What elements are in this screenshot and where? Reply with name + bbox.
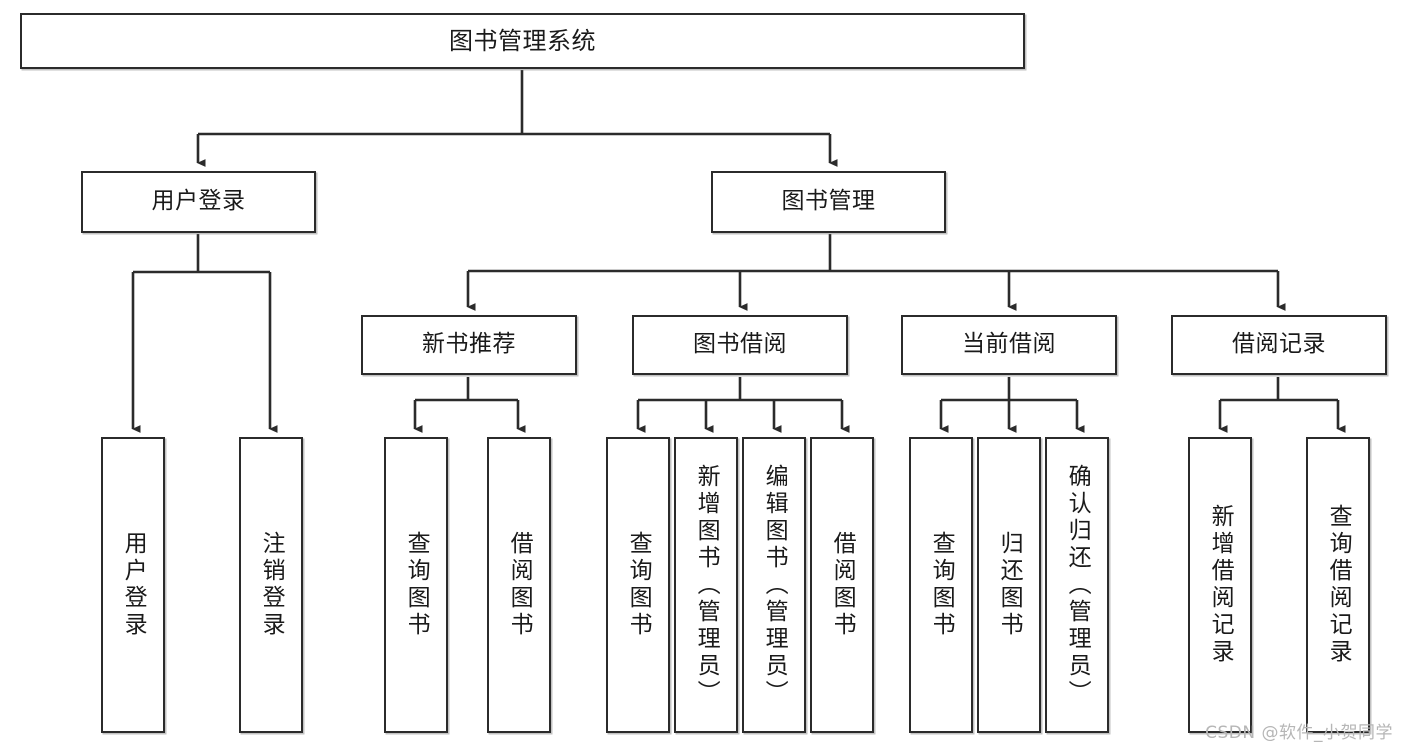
node-new-book-recommendation[interactable]: 新书推荐 [361, 315, 577, 375]
leaf-current-return-book[interactable]: 归还图书 [977, 437, 1041, 733]
leaf-recommend-borrow-book[interactable]: 借阅图书 [487, 437, 551, 733]
leaf-borrow-query-book[interactable]: 查询图书 [606, 437, 670, 733]
node-new-book-recommendation-label: 新书推荐 [422, 331, 516, 358]
node-book-management-label: 图书管理 [781, 188, 876, 215]
leaf-current-query-book-label: 查询图书 [928, 531, 955, 639]
node-book-borrow[interactable]: 图书借阅 [632, 315, 848, 375]
leaf-recommend-query-book-label: 查询图书 [403, 531, 430, 639]
leaf-user-login-label: 用户登录 [120, 531, 147, 639]
leaf-user-logout-label: 注销登录 [258, 531, 285, 639]
node-borrow-record-label: 借阅记录 [1232, 331, 1326, 358]
node-current-borrow-label: 当前借阅 [962, 331, 1056, 358]
leaf-borrow-add-book-admin-label: 新增图书（管理员） [693, 463, 720, 707]
leaf-borrow-lend-book-label: 借阅图书 [829, 531, 856, 639]
node-book-borrow-label: 图书借阅 [693, 331, 787, 358]
leaf-current-query-book[interactable]: 查询图书 [909, 437, 973, 733]
leaf-borrow-edit-book-admin[interactable]: 编辑图书（管理员） [742, 437, 806, 733]
node-user-login-label: 用户登录 [151, 188, 246, 215]
leaf-record-query-borrow-record[interactable]: 查询借阅记录 [1306, 437, 1370, 733]
leaf-record-query-borrow-record-label: 查询借阅记录 [1325, 504, 1352, 666]
leaf-borrow-query-book-label: 查询图书 [625, 531, 652, 639]
leaf-borrow-edit-book-admin-label: 编辑图书（管理员） [761, 463, 788, 707]
node-book-management[interactable]: 图书管理 [711, 171, 946, 233]
node-root[interactable]: 图书管理系统 [20, 13, 1025, 69]
leaf-record-add-borrow-record[interactable]: 新增借阅记录 [1188, 437, 1252, 733]
leaf-recommend-borrow-book-label: 借阅图书 [506, 531, 533, 639]
leaf-user-login[interactable]: 用户登录 [101, 437, 165, 733]
node-current-borrow[interactable]: 当前借阅 [901, 315, 1117, 375]
leaf-user-logout[interactable]: 注销登录 [239, 437, 303, 733]
leaf-borrow-lend-book[interactable]: 借阅图书 [810, 437, 874, 733]
leaf-borrow-add-book-admin[interactable]: 新增图书（管理员） [674, 437, 738, 733]
leaf-current-confirm-return-admin[interactable]: 确认归还（管理员） [1045, 437, 1109, 733]
node-root-label: 图书管理系统 [449, 26, 596, 55]
leaf-current-return-book-label: 归还图书 [996, 531, 1023, 639]
leaf-current-confirm-return-admin-label: 确认归还（管理员） [1064, 463, 1091, 707]
leaf-recommend-query-book[interactable]: 查询图书 [384, 437, 448, 733]
node-user-login[interactable]: 用户登录 [81, 171, 316, 233]
csdn-watermark: CSDN @软件_小贺同学 [1205, 723, 1393, 743]
node-borrow-record[interactable]: 借阅记录 [1171, 315, 1387, 375]
leaf-record-add-borrow-record-label: 新增借阅记录 [1207, 504, 1234, 666]
